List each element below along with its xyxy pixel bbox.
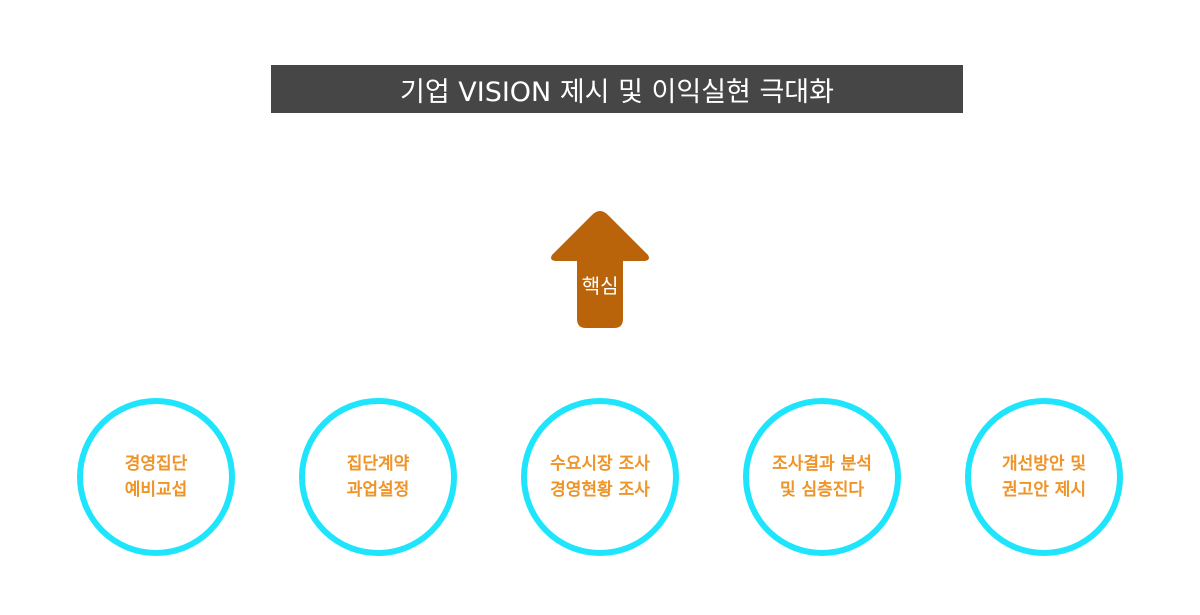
arrow-label: 및 핵심 xyxy=(577,274,619,298)
up-arrow-icon xyxy=(551,211,649,328)
vision-banner: 기업 VISION 제시 및 이익실현 극대화 xyxy=(271,65,963,113)
banner-title: 기업 VISION 제시 및 이익실현 극대화 xyxy=(400,76,834,108)
